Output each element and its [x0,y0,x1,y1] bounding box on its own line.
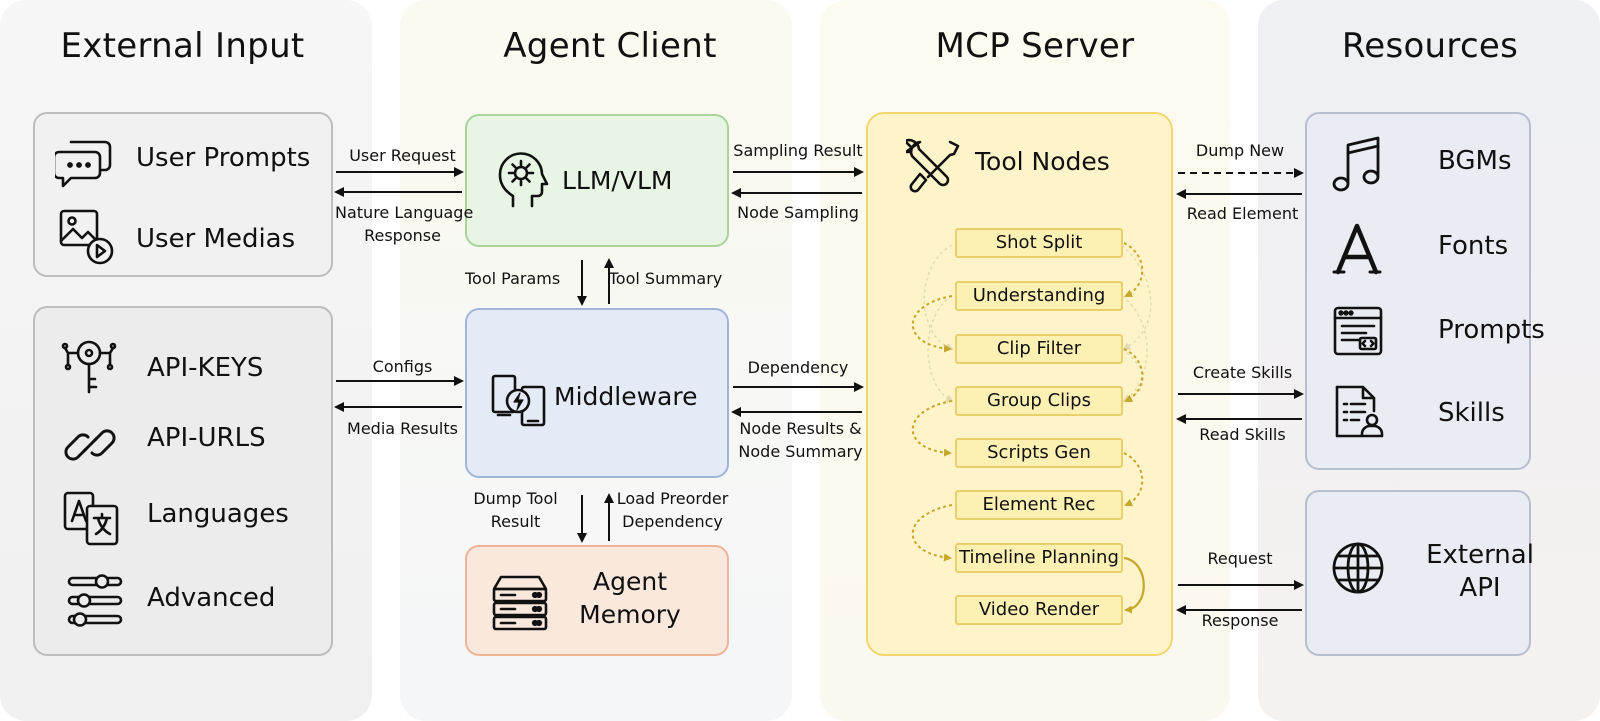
devices-bolt-icon [491,374,546,427]
edge-nature-language-2: Response [364,226,441,245]
node-timeline-planning: Timeline Planning [955,543,1123,573]
edge-node-results-1: Node Results & [739,419,862,438]
node-clip-filter: Clip Filter [955,334,1123,364]
middleware-label: Middleware [554,382,698,411]
font-icon [1332,223,1382,275]
mcp-server-title: MCP Server [935,26,1135,66]
edge-create-skills: Create Skills [1192,363,1293,382]
advanced-label: Advanced [147,583,276,613]
node-element-rec: Element Rec [955,490,1123,520]
prompts-label: Prompts [1438,315,1545,345]
node-video-render: Video Render [955,595,1123,625]
api-keys-label: API-KEYS [147,353,264,383]
edge-load-preorder-1: Load Preorder [616,489,729,508]
resources-title: Resources [1341,26,1519,66]
translate-icon [63,491,119,546]
edge-sampling-result: Sampling Result [733,141,863,160]
media-icon [59,209,114,265]
edge-configs: Configs [372,357,433,376]
external-api-label-1: External [1426,540,1534,570]
bgms-label: BGMs [1438,146,1512,176]
node-group-clips: Group Clips [955,386,1123,416]
edge-media-results: Media Results [347,419,458,438]
edge-request: Request [1207,549,1273,568]
api-urls-label: API-URLS [147,423,266,453]
sliders-icon [67,574,123,627]
edge-tool-summary: Tool Summary [608,269,723,288]
tool-nodes-title: Tool Nodes [975,147,1110,176]
link-icon [64,429,116,461]
edge-dependency: Dependency [747,358,849,377]
edge-dump-tool-1: Dump Tool [473,489,558,508]
agent-client-title: Agent Client [503,26,717,66]
edge-read-element: Read Element [1186,204,1299,223]
chat-bubbles-icon [55,140,112,188]
user-input-box [33,112,333,277]
edge-user-request: User Request [349,146,456,165]
skill-document-icon [1335,385,1384,438]
agent-memory-label-2: Memory [579,600,681,629]
edge-read-skills: Read Skills [1199,425,1286,444]
node-scripts-gen: Scripts Gen [955,438,1123,468]
node-shot-split: Shot Split [955,228,1123,258]
llm-vlm-label: LLM/VLM [562,166,673,195]
edge-tool-params: Tool Params [465,269,561,288]
external-input-title: External Input [60,26,305,66]
edge-response: Response [1201,611,1279,630]
languages-label: Languages [147,499,289,529]
edge-node-results-2: Node Summary [738,442,863,461]
tools-icon [906,138,960,193]
user-prompts-label: User Prompts [136,143,311,173]
edge-dump-new: Dump New [1195,141,1285,160]
user-medias-label: User Medias [136,224,296,254]
globe-icon [1332,542,1384,594]
fonts-label: Fonts [1438,231,1509,261]
agent-memory-label-1: Agent [593,567,667,596]
edge-node-sampling: Node Sampling [737,203,859,222]
key-icon [61,340,117,394]
code-document-icon [1333,306,1383,356]
edge-nature-language-1: Nature Language [335,203,474,222]
music-note-icon [1332,136,1380,192]
external-api-label-2: API [1459,573,1501,603]
edge-load-preorder-2: Dependency [622,512,723,531]
node-understanding: Understanding [955,281,1123,311]
brain-gear-icon [498,152,549,208]
server-stack-icon [492,575,548,631]
llm-vlm-box [465,114,729,247]
edge-dump-tool-2: Result [490,512,541,531]
resource-library-box [1305,112,1531,470]
external-api-box [1305,490,1531,656]
skills-label: Skills [1438,398,1505,428]
